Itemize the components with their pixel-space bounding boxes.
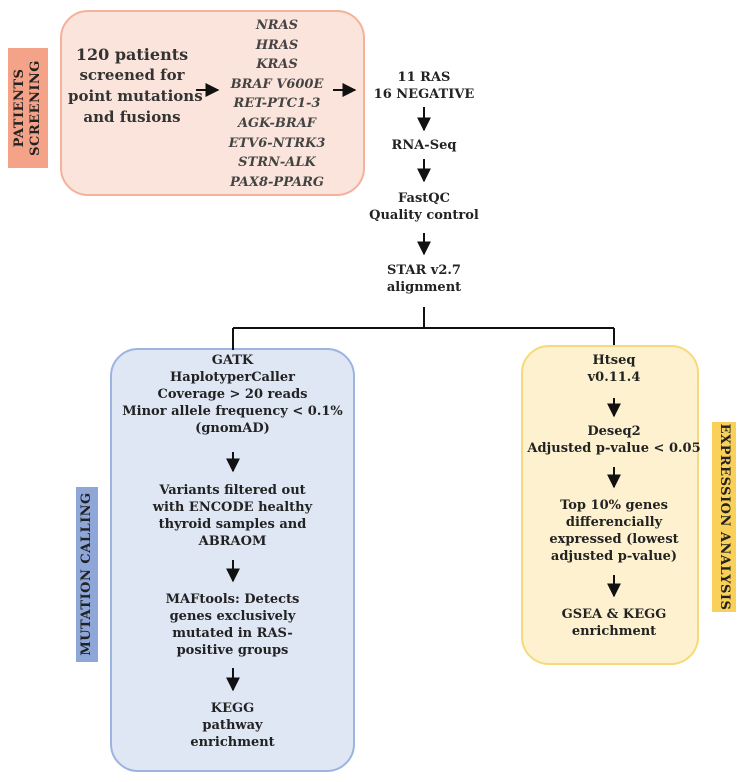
maftools-line-4: positive groups [176,643,289,658]
deseq-line-2: Adjusted p-value < 0.05 [527,441,701,456]
gene-item: ETV6-NTRK3 [228,135,326,151]
gene-item: PAX8-PPARG [229,174,325,190]
gsea-text: GSEA & KEGG enrichment [526,606,702,640]
maftools-line-3: mutated in RAS- [172,626,293,641]
gatk-line-2: HaplotyperCaller [170,370,295,385]
filter-line-1: Variants filtered out [159,483,306,498]
gsea-line-1: GSEA & KEGG [561,607,667,622]
kegg-line-1: KEGG [210,701,255,716]
htseq-text: Htseq v0.11.4 [526,352,702,386]
gene-item: KRAS [256,57,298,73]
top-line-1: Top 10% genes [560,498,668,513]
gatk-text: GATK HaplotyperCaller Coverage > 20 read… [120,352,345,437]
gene-item: RET-PTC1-3 [233,96,321,112]
patients-line-2: screened for [79,66,185,84]
screening-label: PATIENTS SCREENING [8,48,48,168]
top-line-4: adjusted p-value) [550,549,678,564]
gene-item: STRN-ALK [238,155,316,171]
gene-item: BRAF V600E [230,76,324,92]
top-line-2: differencially [565,515,663,530]
star-text: STAR v2.7 alignment [364,262,484,296]
gatk-line-4: Minor allele frequency < 0.1% [122,404,343,419]
gatk-line-3: Coverage > 20 reads [157,387,308,402]
gsea-line-2: enrichment [571,624,657,639]
gatk-line-5: (gnomAD) [195,421,270,436]
gene-list: NRAS HRAS KRAS BRAF V600E RET-PTC1-3 AGK… [222,16,332,192]
filter-line-3: thyroid samples and [158,517,307,532]
patients-text: 120 patients screened for point mutation… [68,44,203,128]
result-line-2: 16 NEGATIVE [373,87,475,102]
screening-label-line-2: SCREENING [28,60,43,156]
patients-screening-box [60,10,365,196]
kegg-line-2: pathway [202,718,263,733]
kegg-line-3: enrichment [190,735,275,750]
maftools-text: MAFtools: Detects genes exclusively muta… [120,591,345,659]
patients-line-1: 120 patients [75,45,189,64]
fastqc-line-2: Quality control [369,208,479,223]
htseq-line-1: Htseq [592,353,636,368]
deseq-line-1: Deseq2 [587,424,641,439]
star-line-2: alignment [386,280,462,295]
expression-analysis-box [521,345,699,665]
top-line-3: expressed (lowest [549,532,679,547]
maftools-line-2: genes exclusively [169,609,296,624]
htseq-line-2: v0.11.4 [587,370,641,385]
rnaseq-text: RNA-Seq [364,137,484,154]
filter-line-4: ABRAOM [198,534,267,549]
result-text: 11 RAS 16 NEGATIVE [364,69,484,103]
top-genes-text: Top 10% genes differencially expressed (… [526,497,702,565]
mutation-calling-label: MUTATION CALLING [76,487,98,662]
kegg-text: KEGG pathway enrichment [120,700,345,751]
gene-item: NRAS [255,18,299,33]
expression-analysis-label: EXPRESSION ANALYSIS [712,422,736,612]
expression-analysis-label-text: EXPRESSION ANALYSIS [717,423,732,611]
rnaseq-line-1: RNA-Seq [391,138,457,153]
variants-filter-text: Variants filtered out with ENCODE health… [120,482,345,550]
mutation-calling-label-text: MUTATION CALLING [79,492,94,656]
fastqc-line-1: FastQC [398,191,450,206]
maftools-line-1: MAFtools: Detects [165,592,300,607]
screening-label-line-1: PATIENTS [12,68,27,148]
result-line-1: 11 RAS [397,70,451,85]
patients-line-3: point mutations [68,87,203,105]
gene-item: HRAS [255,37,299,53]
gene-item: AGK-BRAF [237,115,317,131]
gatk-line-1: GATK [211,353,254,368]
fastqc-text: FastQC Quality control [354,190,494,224]
deseq-text: Deseq2 Adjusted p-value < 0.05 [526,423,702,457]
star-line-1: STAR v2.7 [387,263,461,278]
filter-line-2: with ENCODE healthy [152,500,313,515]
patients-line-4: and fusions [83,108,181,126]
